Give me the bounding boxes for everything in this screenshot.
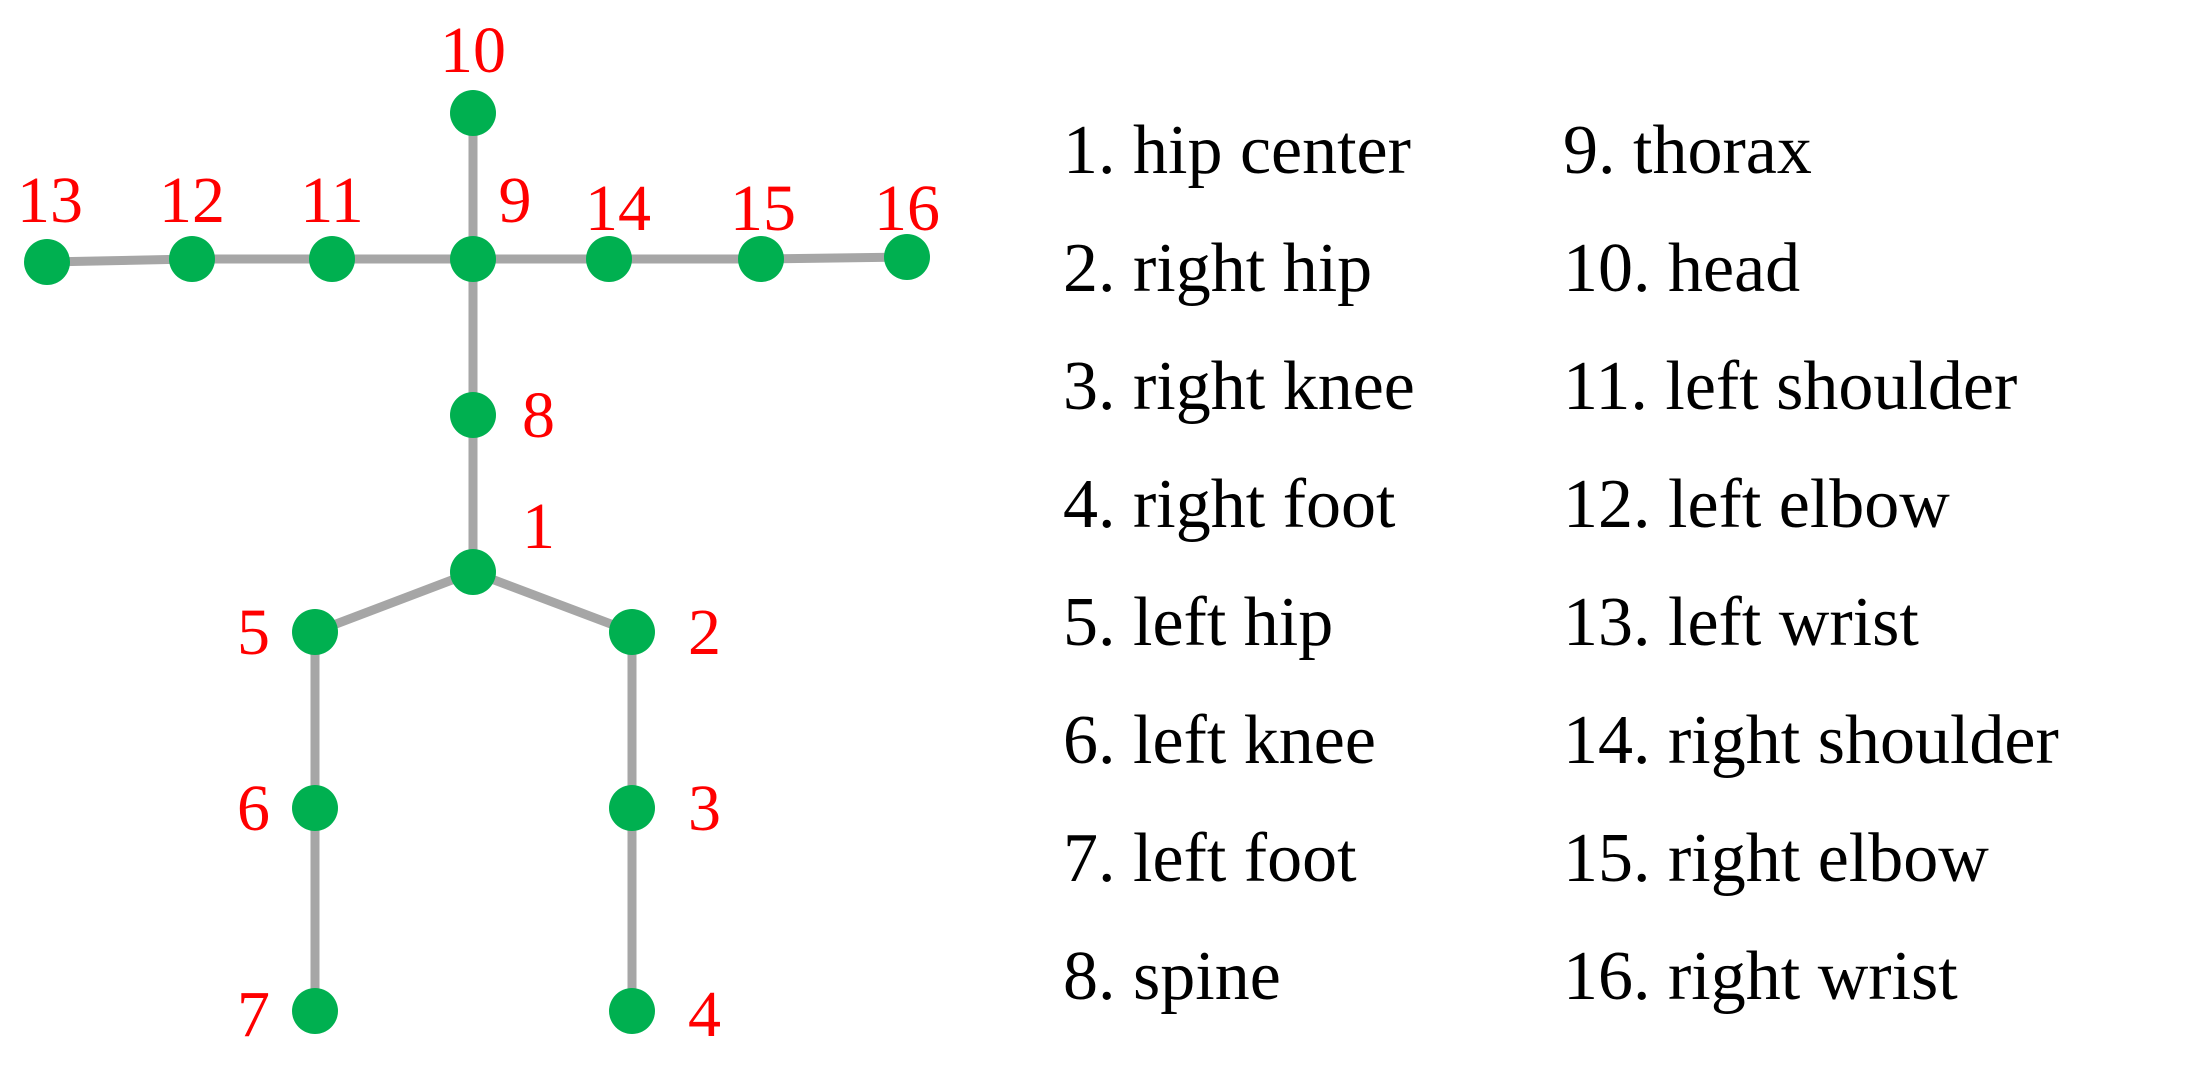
bone-hip-center-to-right-hip (468, 567, 637, 637)
legend-item-hip-center: 1. hip center (1063, 112, 1411, 189)
skeleton-joints (24, 90, 930, 1034)
joint-right-knee (609, 785, 655, 831)
bone-hip-center-to-left-hip (310, 567, 478, 637)
legend-item-right-hip: 2. right hip (1063, 230, 1373, 307)
joint-label-left-elbow: 12 (159, 164, 225, 237)
legend-item-spine: 8. spine (1063, 938, 1281, 1015)
joint-label-head: 10 (440, 14, 506, 87)
legend-item-left-shoulder: 11. left shoulder (1563, 348, 2018, 425)
joint-label-right-hip: 2 (688, 596, 721, 669)
joint-label-left-hip: 5 (237, 596, 270, 669)
joint-thorax (450, 236, 496, 282)
joint-label-right-foot: 4 (688, 978, 721, 1051)
legend-item-left-hip: 5. left hip (1063, 584, 1334, 661)
joint-label-hip-center: 1 (522, 490, 555, 563)
joint-label-right-knee: 3 (688, 772, 721, 845)
legend-item-thorax: 9. thorax (1563, 112, 1812, 189)
joint-left-foot (292, 988, 338, 1034)
joint-left-wrist (24, 239, 70, 285)
joint-label-right-elbow: 15 (730, 172, 796, 245)
joint-hip-center (450, 549, 496, 595)
joint-right-wrist (884, 234, 930, 280)
joint-label-thorax: 9 (499, 164, 532, 237)
legend-item-left-knee: 6. left knee (1063, 702, 1376, 779)
joint-label-left-knee: 6 (237, 772, 270, 845)
bone-left-elbow-to-left-wrist (42, 254, 197, 267)
legend-item-left-foot: 7. left foot (1063, 820, 1357, 897)
bone-right-elbow-to-right-wrist (756, 252, 912, 264)
joint-label-left-foot: 7 (237, 978, 270, 1051)
joint-label-left-shoulder: 11 (300, 164, 364, 237)
joint-label-right-wrist: 16 (874, 172, 940, 245)
joint-legend-column-2: 9. thorax 10. head 11. left shoulder 12.… (1563, 92, 2059, 1036)
joint-right-hip (609, 609, 655, 655)
joint-left-elbow (169, 236, 215, 282)
joint-label-left-wrist: 13 (17, 164, 83, 237)
legend-item-right-knee: 3. right knee (1063, 348, 1415, 425)
joint-label-right-shoulder: 14 (585, 172, 651, 245)
legend-item-right-shoulder: 14. right shoulder (1563, 702, 2059, 779)
legend-item-right-foot: 4. right foot (1063, 466, 1396, 543)
joint-right-foot (609, 988, 655, 1034)
joint-spine (450, 392, 496, 438)
legend-item-left-elbow: 12. left elbow (1563, 466, 1950, 543)
joint-right-elbow (738, 236, 784, 282)
skeleton-bones (42, 108, 912, 1016)
joint-label-spine: 8 (522, 379, 555, 452)
joint-left-shoulder (309, 236, 355, 282)
joint-legend-column-1: 1. hip center 2. right hip 3. right knee… (1063, 92, 1415, 1036)
joint-left-knee (292, 785, 338, 831)
legend-item-head: 10. head (1563, 230, 1801, 307)
joint-head (450, 90, 496, 136)
joint-right-shoulder (586, 236, 632, 282)
joint-left-hip (292, 609, 338, 655)
legend-item-right-elbow: 15. right elbow (1563, 820, 1989, 897)
legend-item-left-wrist: 13. left wrist (1563, 584, 1919, 661)
legend-item-right-wrist: 16. right wrist (1563, 938, 1958, 1015)
